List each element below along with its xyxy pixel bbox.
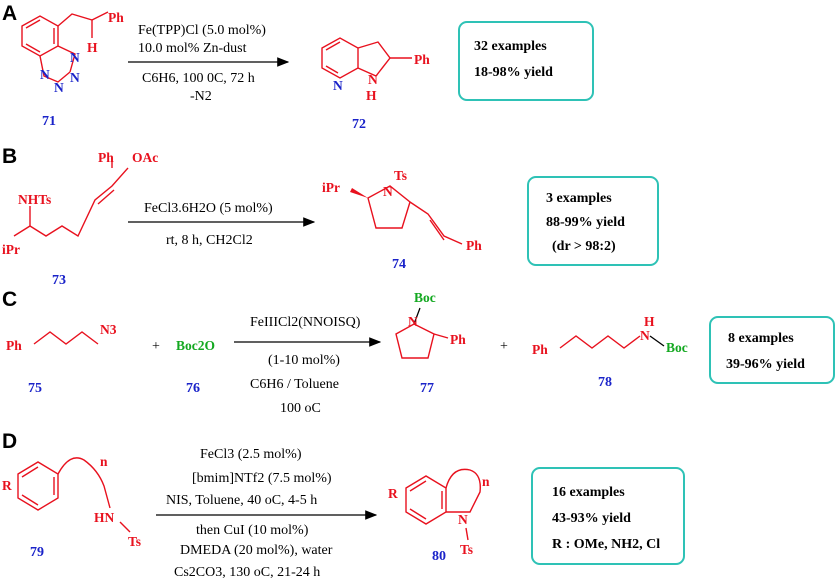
atom-n-74: N bbox=[383, 184, 393, 199]
condition-d-5: DMEDA (20 mol%), water bbox=[180, 543, 333, 558]
compound-number-76: 76 bbox=[186, 381, 200, 396]
result-a-examples: 32 examples bbox=[474, 39, 547, 54]
result-d-yield: 43-93% yield bbox=[552, 511, 631, 526]
structure-75: Ph N3 bbox=[6, 322, 117, 353]
structure-80: R n N Ts bbox=[388, 468, 490, 557]
condition-b-2: rt, 8 h, CH2Cl2 bbox=[166, 233, 253, 248]
atom-ts-80: Ts bbox=[460, 542, 473, 557]
atom-ph-74: Ph bbox=[466, 238, 482, 253]
structure-74: iPr N Ts Ph bbox=[322, 168, 482, 253]
condition-a-3: C6H6, 100 0C, 72 h bbox=[142, 71, 255, 86]
condition-a-2: 10.0 mol% Zn-dust bbox=[138, 41, 247, 56]
atom-n3-75: N3 bbox=[100, 322, 117, 337]
panel-label-c: C bbox=[2, 288, 17, 311]
result-a-yield: 18-98% yield bbox=[474, 65, 553, 80]
panel-c: C Ph N3 75 + Boc2O 76 FeIIICl2(NNOISQ) (… bbox=[2, 288, 835, 416]
atom-ts-74: Ts bbox=[394, 168, 407, 183]
structure-78: Ph N H Boc bbox=[532, 314, 688, 357]
compound-number-78: 78 bbox=[598, 375, 612, 390]
condition-d-3: NIS, Toluene, 40 oC, 4-5 h bbox=[166, 493, 317, 508]
condition-c-1: FeIIICl2(NNOISQ) bbox=[250, 315, 361, 330]
condition-d-1: FeCl3 (2.5 mol%) bbox=[200, 447, 302, 462]
result-d-examples: 16 examples bbox=[552, 485, 625, 500]
panel-a: A Ph H N N N N 71 Fe(TPP)Cl (5.0 mol%) 1… bbox=[2, 2, 594, 132]
atom-n-72b: N bbox=[368, 72, 378, 87]
atom-h-78: H bbox=[644, 314, 655, 329]
atom-ph-78: Ph bbox=[532, 342, 548, 357]
atom-n-71b: N bbox=[70, 50, 80, 65]
panel-d: D R n HN Ts 79 FeCl3 (2.5 mol%) [bmim]NT… bbox=[2, 430, 685, 580]
result-box-b: 3 examples 88-99% yield (dr > 98:2) bbox=[527, 176, 659, 266]
reagent-boc2o: Boc2O bbox=[176, 338, 215, 353]
structure-71: Ph H N N N N bbox=[21, 10, 124, 95]
compound-number-75: 75 bbox=[28, 381, 42, 396]
condition-a-1: Fe(TPP)Cl (5.0 mol%) bbox=[138, 23, 266, 38]
atom-ipr-74: iPr bbox=[322, 180, 340, 195]
condition-c-4: 100 oC bbox=[280, 401, 321, 416]
atom-r-79: R bbox=[2, 478, 12, 493]
atom-ph-77: Ph bbox=[450, 332, 466, 347]
structure-77: N Boc Ph bbox=[395, 290, 466, 359]
condition-d-4: then CuI (10 mol%) bbox=[196, 523, 309, 538]
condition-b-1: FeCl3.6H2O (5 mol%) bbox=[144, 201, 273, 216]
result-box-c: 8 examples 39-96% yield bbox=[709, 316, 835, 384]
atom-r-80: R bbox=[388, 486, 398, 501]
result-d-substituents: R : OMe, NH2, Cl bbox=[552, 537, 660, 552]
atom-boc-78: Boc bbox=[666, 340, 688, 355]
atom-n-sub-80: n bbox=[482, 474, 490, 489]
structure-79: R n HN Ts bbox=[2, 454, 141, 549]
result-box-a: 32 examples 18-98% yield bbox=[458, 21, 594, 101]
panel-label-a: A bbox=[2, 2, 17, 25]
compound-number-79: 79 bbox=[30, 545, 44, 560]
condition-c-3: C6H6 / Toluene bbox=[250, 377, 339, 392]
atom-ph-75: Ph bbox=[6, 338, 22, 353]
condition-d-2: [bmim]NTf2 (7.5 mol%) bbox=[192, 471, 332, 486]
plus-c-2: + bbox=[500, 339, 508, 354]
result-c-yield: 39-96% yield bbox=[726, 357, 805, 372]
condition-c-2: (1-10 mol%) bbox=[268, 353, 340, 368]
atom-n-71c: N bbox=[54, 80, 64, 95]
result-b-examples: 3 examples bbox=[546, 191, 612, 206]
panel-label-d: D bbox=[2, 430, 17, 453]
atom-n-71a: N bbox=[40, 67, 50, 82]
panel-b: B Ph OAc NHTs iPr 73 FeCl3.6H2O (5 mol%)… bbox=[2, 145, 659, 288]
condition-a-4: -N2 bbox=[190, 89, 212, 104]
panel-label-b: B bbox=[2, 145, 17, 168]
compound-number-74: 74 bbox=[392, 257, 406, 272]
atom-n-71d: N bbox=[70, 70, 80, 85]
atom-ph-72: Ph bbox=[414, 52, 430, 67]
compound-number-77: 77 bbox=[420, 381, 434, 396]
structure-72: Ph N N H bbox=[321, 37, 430, 103]
atom-h-72: H bbox=[366, 88, 377, 103]
result-box-d: 16 examples 43-93% yield R : OMe, NH2, C… bbox=[531, 467, 685, 565]
result-b-yield: 88-99% yield bbox=[546, 215, 625, 230]
atom-n-sub-79: n bbox=[100, 454, 108, 469]
compound-number-71: 71 bbox=[42, 114, 56, 129]
atom-boc-77: Boc bbox=[414, 290, 436, 305]
atom-nhts-73: NHTs bbox=[18, 192, 51, 207]
atom-n-78: N bbox=[640, 328, 650, 343]
compound-number-72: 72 bbox=[352, 117, 366, 132]
atom-n-72: N bbox=[333, 78, 343, 93]
structure-73: Ph OAc NHTs iPr bbox=[2, 150, 158, 257]
atom-ipr-73: iPr bbox=[2, 242, 20, 257]
atom-ts-79: Ts bbox=[128, 534, 141, 549]
atom-ph-71: Ph bbox=[108, 10, 124, 25]
plus-c-1: + bbox=[152, 339, 160, 354]
compound-number-80: 80 bbox=[432, 549, 446, 564]
atom-n-77: N bbox=[408, 314, 418, 329]
atom-hn-79: HN bbox=[94, 510, 115, 525]
result-c-examples: 8 examples bbox=[728, 331, 794, 346]
compound-number-73: 73 bbox=[52, 273, 66, 288]
condition-d-6: Cs2CO3, 130 oC, 21-24 h bbox=[174, 565, 320, 580]
atom-ph-73: Ph bbox=[98, 150, 114, 165]
atom-oac-73: OAc bbox=[132, 150, 158, 165]
result-b-dr: (dr > 98:2) bbox=[552, 239, 616, 254]
atom-n-80: N bbox=[458, 512, 468, 527]
atom-h-71: H bbox=[87, 40, 98, 55]
